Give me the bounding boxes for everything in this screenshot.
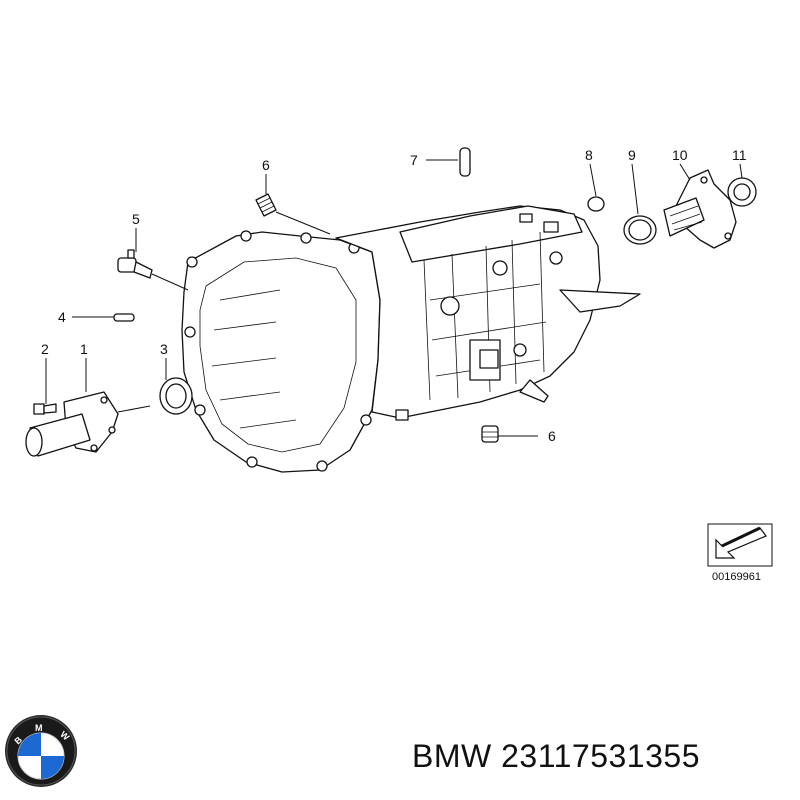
part-10-output-flange — [663, 169, 737, 249]
part-6-plug-upper — [255, 193, 277, 217]
part-1-guide-tube — [25, 391, 119, 457]
callout-4: 4 — [58, 309, 66, 325]
part-3-seal-ring — [159, 377, 193, 415]
callout-7: 7 — [410, 152, 418, 168]
callout-2: 2 — [41, 341, 49, 357]
leader-lines — [45, 159, 743, 437]
callout-3: 3 — [160, 341, 168, 357]
part-4-dowel-pin — [113, 313, 135, 322]
part-9-shaft-seal — [623, 215, 657, 245]
orientation-marker: 00169961 — [707, 523, 773, 583]
callout-6-lower: 6 — [548, 428, 556, 444]
part-2-bolt — [33, 403, 57, 415]
callout-8: 8 — [585, 147, 593, 163]
callout-9: 9 — [628, 147, 636, 163]
part-6-plug-lower — [481, 425, 499, 443]
part-number-label: BMW 23117531355 — [412, 738, 700, 774]
callout-11: 11 — [732, 147, 747, 163]
gearbox-housing — [181, 205, 641, 473]
callout-5: 5 — [132, 211, 140, 227]
callout-1: 1 — [80, 341, 88, 357]
callout-6-upper: 6 — [262, 157, 270, 173]
logo-letter-b: B — [12, 734, 24, 746]
callout-labels: 1 2 3 4 5 6 7 8 9 10 11 6 — [41, 147, 747, 444]
logo-letter-m: M — [35, 723, 43, 733]
bmw-roundel-logo: B M W — [5, 715, 77, 787]
reference-number: 00169961 — [712, 571, 761, 583]
part-7-pin — [459, 147, 471, 177]
part-5-switch — [117, 249, 153, 279]
callout-10: 10 — [672, 147, 688, 163]
arrow-down-left-icon — [715, 527, 767, 559]
part-11-collar-nut — [727, 177, 757, 207]
part-8-sleeve — [587, 196, 605, 212]
